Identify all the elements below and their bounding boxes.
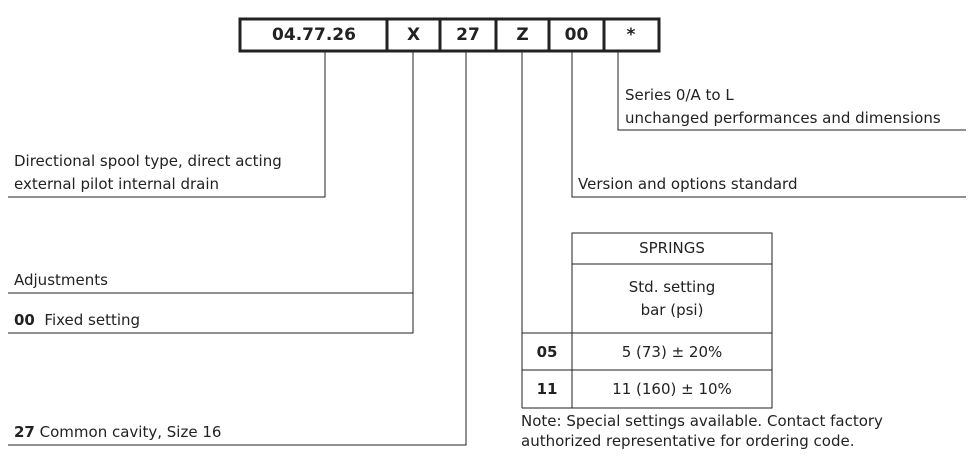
code-segment-version: 00 [564,24,589,45]
spool-label-1: Directional spool type, direct acting [14,152,282,170]
spring-code: 05 [536,343,558,361]
version-label: Version and options standard [578,175,798,193]
code-segment-series: * [626,24,636,45]
cavity-desc: Common cavity, Size 16 [39,423,222,441]
adjustments-code: 00 [14,311,35,329]
code-segment-adjustment: X [406,24,421,45]
cavity-option: 27 Common cavity, Size 16 [14,421,221,443]
adjustments-title: Adjustments [14,271,108,289]
series-label-1: Series 0/A to L [625,86,734,104]
adjustments-option: 00 Fixed setting [14,309,140,331]
code-segment-base: 04.77.26 [272,24,356,45]
code-segment-spring: Z [516,24,529,45]
springs-subheader-2: bar (psi) [640,301,704,319]
code-segment-cavity: 27 [456,24,480,45]
springs-subheader-1: Std. setting [628,278,716,296]
series-label-2: unchanged performances and dimensions [625,109,941,127]
cavity-code: 27 [14,423,35,441]
adjustments-desc: Fixed setting [44,311,141,329]
spring-value: 5 (73) ± 20% [621,343,723,361]
springs-title: SPRINGS [639,239,705,257]
note-line-2: authorized representative for ordering c… [521,432,855,450]
spring-value: 11 (160) ± 10% [612,380,732,398]
note-line-1: Note: Special settings available. Contac… [521,412,883,430]
spring-code: 11 [536,380,558,398]
spool-label-2: external pilot internal drain [14,175,220,193]
